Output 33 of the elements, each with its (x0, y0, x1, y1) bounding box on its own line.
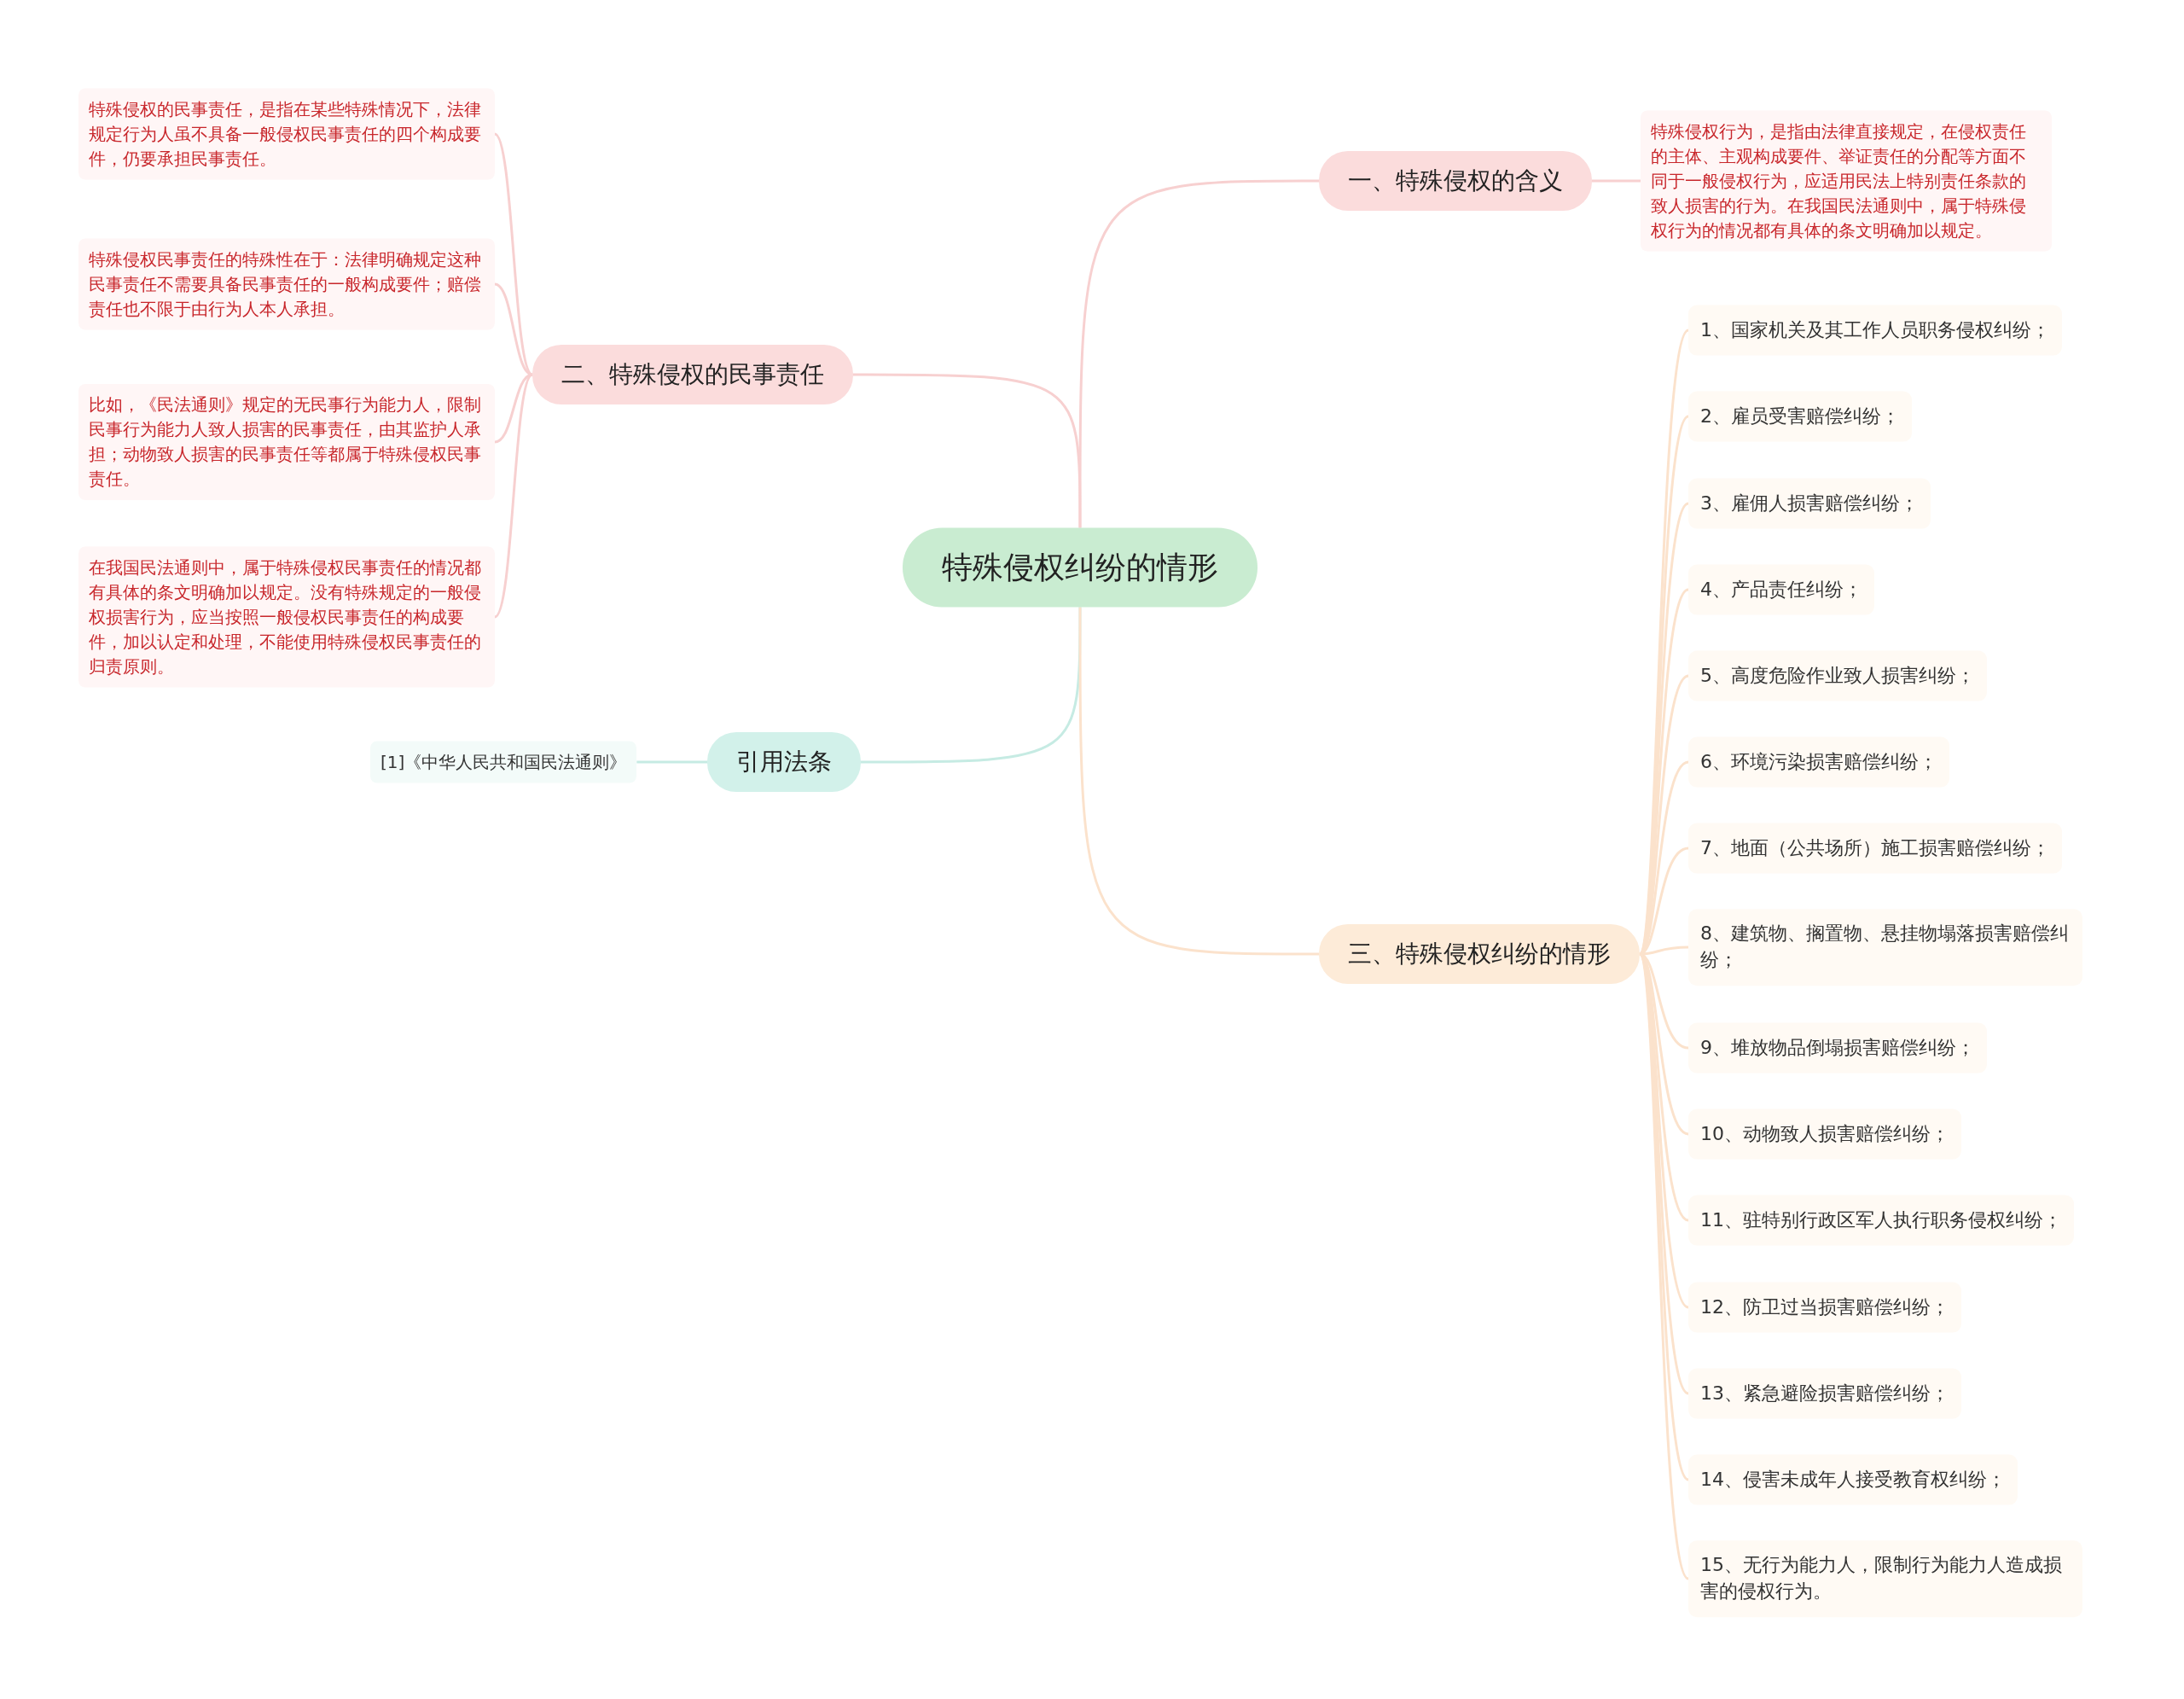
list-item-card: 3、雇佣人损害赔偿纠纷； (1688, 478, 1931, 529)
branch-topic: 引用法条 (707, 732, 861, 792)
list-item-card: 2、雇员受害赔偿纠纷； (1688, 391, 1912, 442)
note-card: 在我国民法通则中，属于特殊侵权民事责任的情况都有具体的条文明确加以规定。没有特殊规定的一般侵权损害行为，应当按照一般侵权民事责任的构成要件，加以认定和处理，不能使用特殊侵权民事责任的归责原则。 (78, 546, 495, 688)
branch-topic: 二、特殊侵权的民事责任 (532, 345, 853, 404)
connector-line (1078, 607, 1319, 956)
list-item-card: 7、地面（公共场所）施工损害赔偿纠纷； (1688, 823, 2062, 874)
list-item-card: 6、环境污染损害赔偿纠纷； (1688, 736, 1949, 788)
note-card: 比如，《民法通则》规定的无民事行为能力人，限制民事行为能力人致人损害的民事责任，由其监护人承担；动物致人损害的民事责任等都属于特殊侵权民事责任。 (78, 384, 495, 500)
branch-topic: 三、特殊侵权纠纷的情形 (1319, 924, 1640, 984)
note-card: 特殊侵权民事责任的特殊性在于：法律明确规定这种民事责任不需要具备民事责任的一般构成要件；赔偿责任也不限于由行为人本人承担。 (78, 238, 495, 330)
list-item-card: 8、建筑物、搁置物、悬挂物塌落损害赔偿纠纷； (1688, 909, 2082, 986)
connector-line (861, 607, 1082, 764)
list-item-card: 9、堆放物品倒塌损害赔偿纠纷； (1688, 1022, 1987, 1074)
list-item-card: 12、防卫过当损害赔偿纠纷； (1688, 1282, 1961, 1333)
connector-line (853, 373, 1082, 528)
connector-line (493, 374, 534, 618)
note-card: 特殊侵权的民事责任，是指在某些特殊情况下，法律规定行为人虽不具备一般侵权民事责任的四个构成要件，仍要承担民事责任。 (78, 88, 495, 180)
connector-line (636, 760, 707, 764)
connector-line (1078, 179, 1319, 528)
central-topic: 特殊侵权纠纷的情形 (903, 527, 1258, 608)
list-item-card: 11、驻特别行政区军人执行职务侵权纠纷； (1688, 1195, 2074, 1246)
citation-card: [1]《中华人民共和国民法通则》 (370, 741, 637, 783)
list-item-card: 4、产品责任纠纷； (1688, 564, 1874, 615)
list-item-card: 13、紧急避险损害赔偿纠纷； (1688, 1368, 1961, 1419)
note-card: 特殊侵权行为，是指由法律直接规定，在侵权责任的主体、主观构成要件、举证责任的分配等方面不同于一般侵权行为，应适用民法上特别责任条款的致人损害的行为。在我国民法通则中，属于特殊侵权行为的情况都有具体的条文明确加以规定。 (1641, 110, 2052, 252)
connector-line (1592, 179, 1641, 183)
list-item-card: 15、无行为能力人，限制行为能力人造成损害的侵权行为。 (1688, 1540, 2082, 1617)
branch-topic: 一、特殊侵权的含义 (1319, 151, 1592, 211)
list-item-card: 5、高度危险作业致人损害纠纷； (1688, 650, 1987, 701)
list-item-card: 1、国家机关及其工作人员职务侵权纠纷； (1688, 305, 2062, 356)
list-item-card: 10、动物致人损害赔偿纠纷； (1688, 1108, 1961, 1160)
list-item-card: 14、侵害未成年人接受教育权纠纷； (1688, 1454, 2018, 1505)
